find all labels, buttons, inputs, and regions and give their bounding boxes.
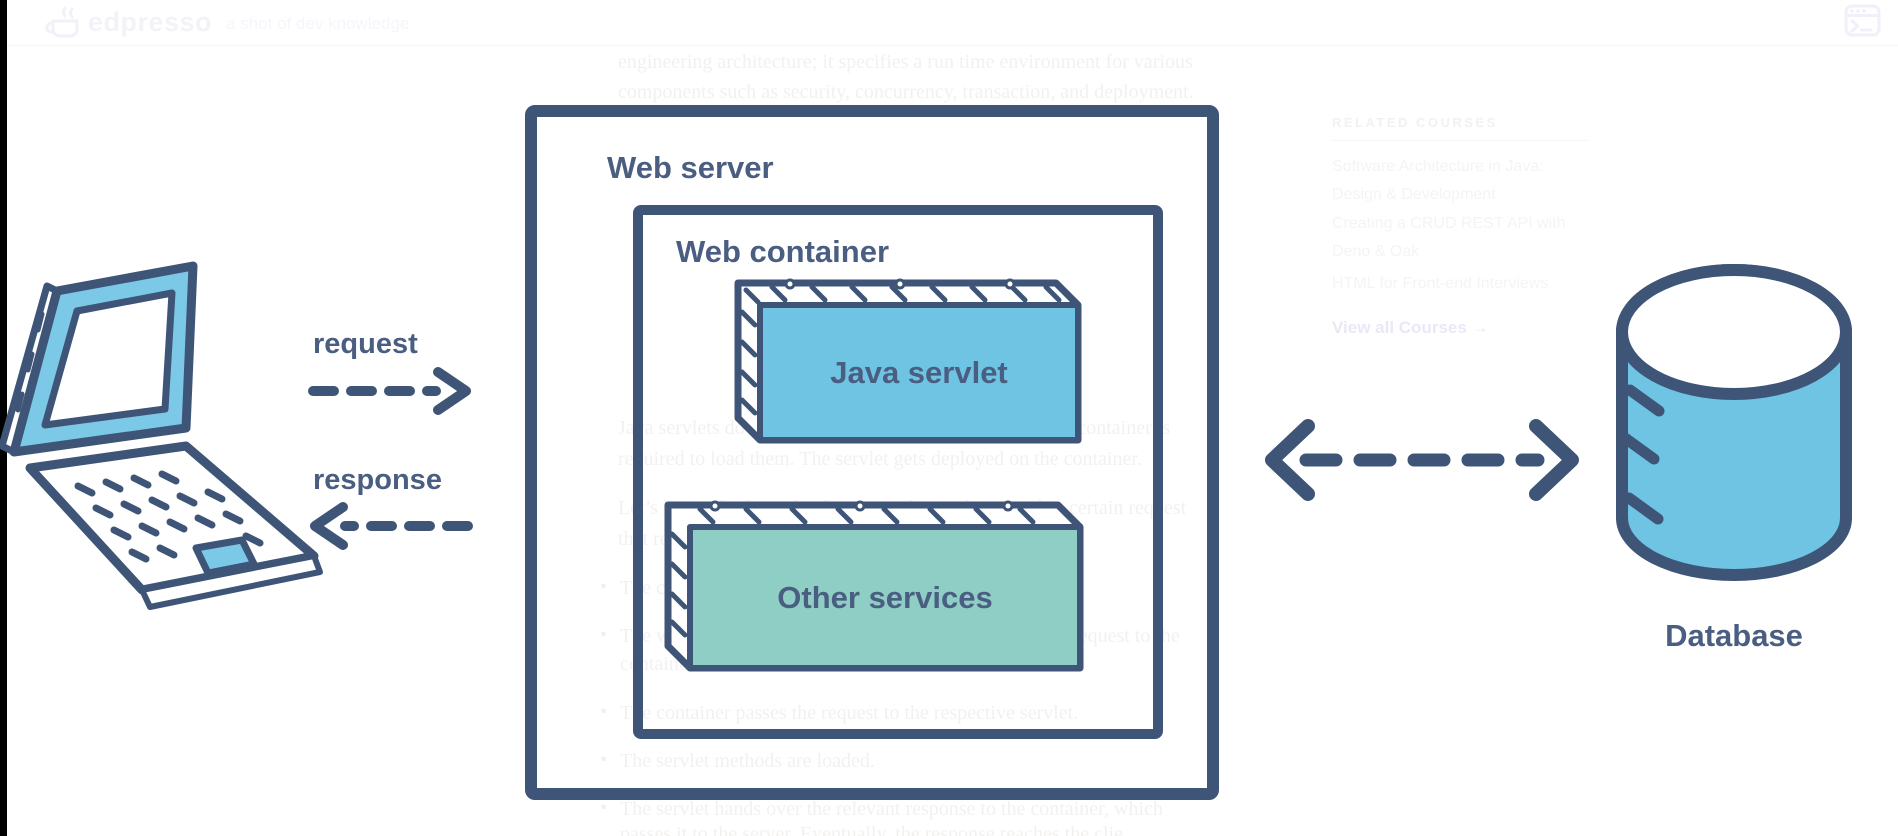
- terminal-window-icon[interactable]: [1844, 4, 1882, 38]
- request-arrow: [308, 367, 471, 415]
- bullet-marker: •: [600, 701, 608, 723]
- logo-edpresso[interactable]: edpresso: [88, 7, 213, 37]
- web-server-label: Web server: [607, 150, 774, 185]
- header-divider: [7, 45, 1898, 46]
- other-services-label: Other services: [777, 579, 993, 615]
- database-label: Database: [1665, 618, 1803, 653]
- response-arrow: [310, 502, 473, 550]
- request-label: request: [313, 328, 418, 360]
- java-servlet-label: Java servlet: [830, 354, 1008, 390]
- response-label: response: [313, 464, 442, 496]
- course-link[interactable]: Deno & Oak: [1332, 243, 1420, 260]
- related-courses-heading: RELATED COURSES: [1332, 115, 1498, 130]
- article-line: Let’s have a look at what happens when a…: [618, 497, 1187, 519]
- course-link[interactable]: Design & Development: [1332, 186, 1496, 203]
- bullet-marker: •: [600, 576, 608, 598]
- course-link[interactable]: Software Architecture in Java:: [1332, 158, 1544, 175]
- coffee-cup-icon: [45, 6, 79, 38]
- laptop-illustration: [0, 261, 323, 610]
- course-link[interactable]: HTML for Front-end Interviews: [1332, 275, 1549, 292]
- article-line: required to load them. The servlet gets …: [618, 448, 1142, 470]
- server-database-arrow: [1265, 419, 1579, 501]
- web-container-label: Web container: [676, 234, 890, 269]
- article-line: The servlet methods are loaded.: [620, 750, 875, 772]
- article-line: engineering architecture; it specifies a…: [618, 51, 1193, 73]
- sidebar-divider: [1332, 140, 1588, 141]
- article-line: The container passes the request to the …: [620, 702, 1079, 724]
- bullet-marker: •: [600, 624, 608, 646]
- bullet-marker: •: [600, 749, 608, 771]
- article-line: passes it to the server. Eventually, the…: [620, 823, 1123, 836]
- article-line: container.: [620, 653, 699, 675]
- article-line: The servlet hands over the relevant resp…: [620, 798, 1163, 820]
- article-line: components such as security, concurrency…: [618, 81, 1194, 103]
- database-cylinder: [1616, 264, 1852, 581]
- bullet-marker: •: [600, 797, 608, 819]
- course-link[interactable]: Creating a CRUD REST API with: [1332, 215, 1566, 232]
- view-all-courses-link[interactable]: View all Courses →: [1332, 318, 1489, 337]
- logo-tagline: a shot of dev knowledge: [226, 14, 410, 33]
- left-edge-bar: [0, 0, 7, 836]
